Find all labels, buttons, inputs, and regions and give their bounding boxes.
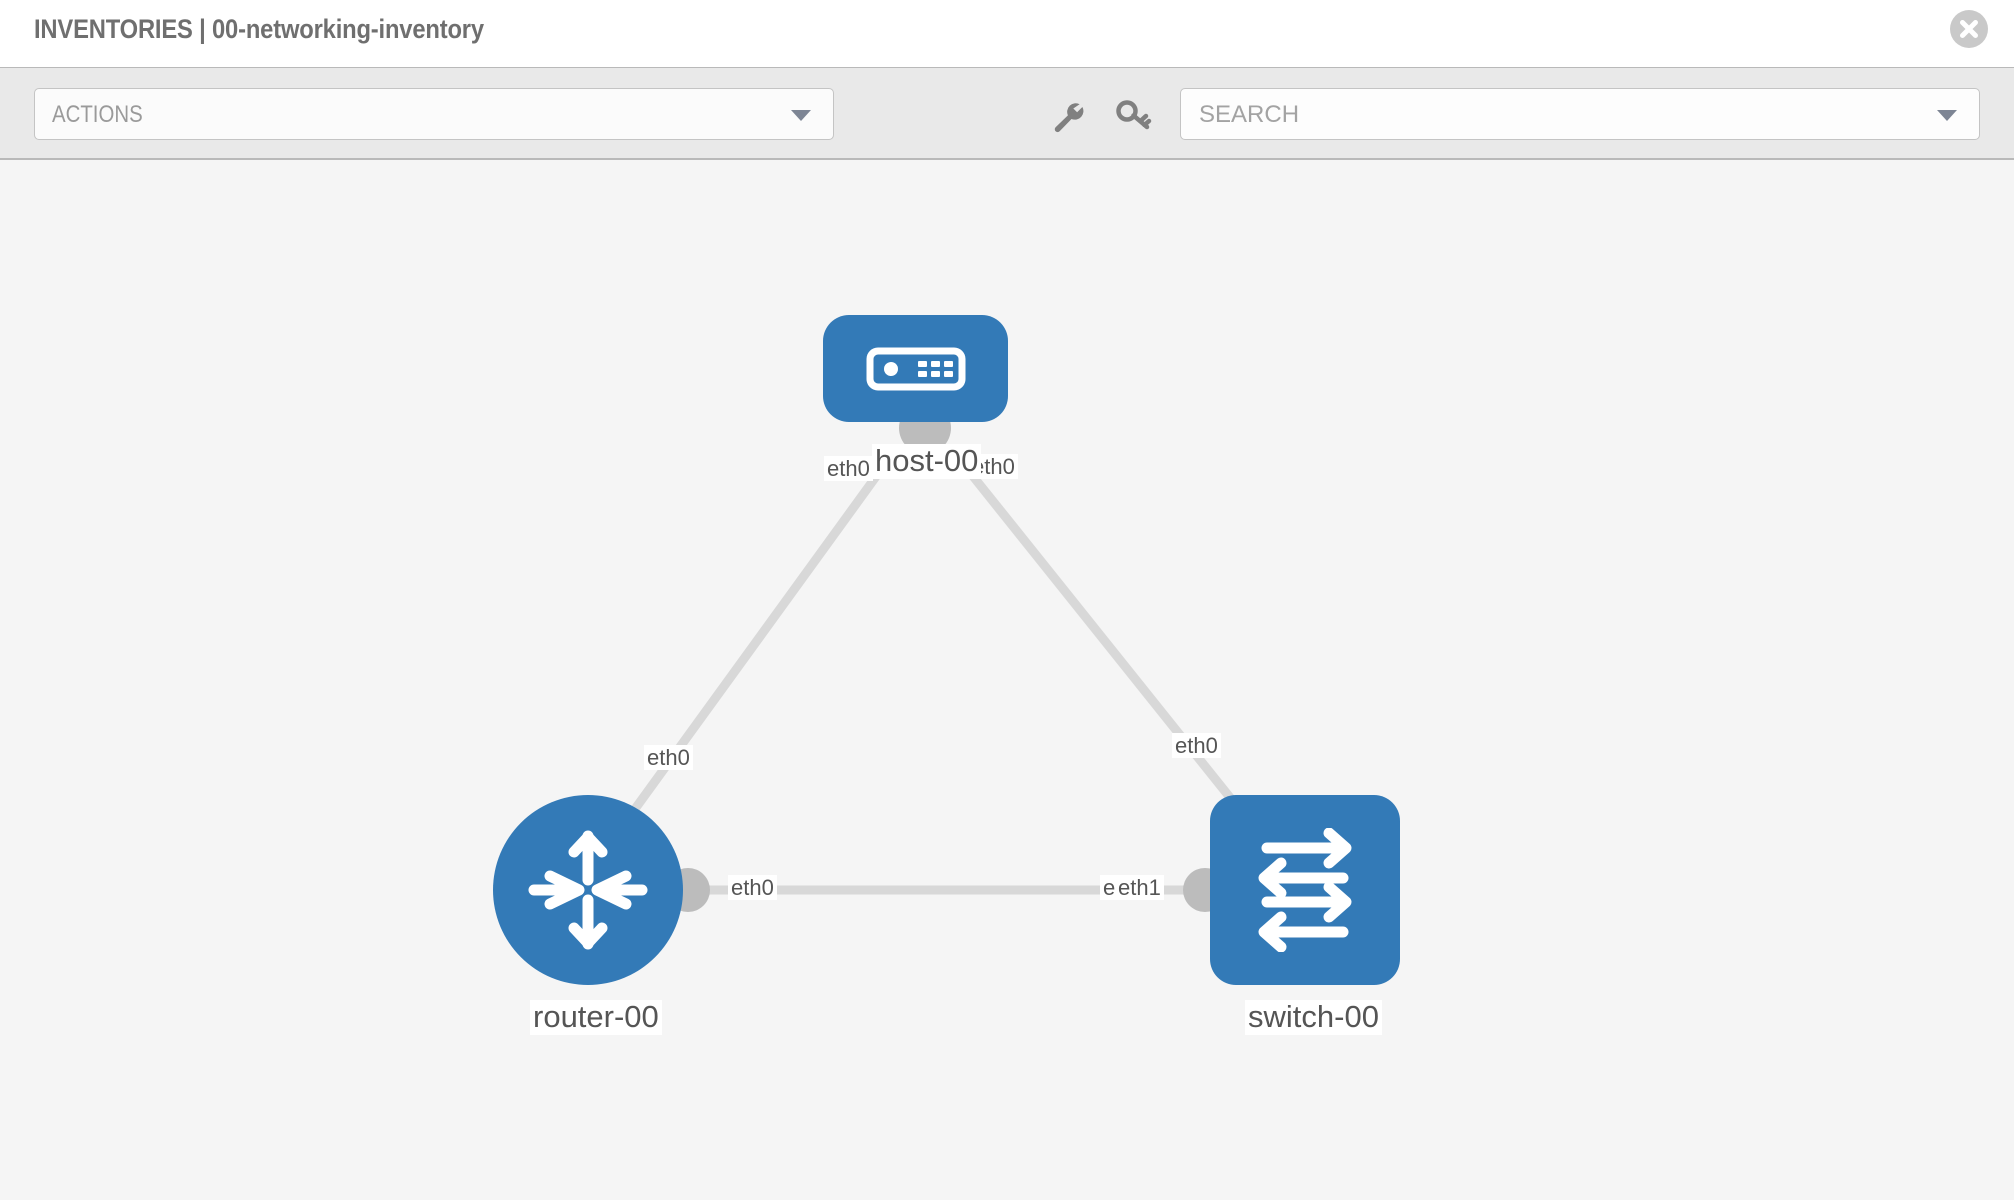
chevron-down-icon <box>791 110 811 121</box>
toolbar: ACTIONS SEARCH <box>0 68 2014 160</box>
edge-label-router-trunk: eth0 <box>728 875 777 901</box>
edge-label-switch-trunk-b: eth1 <box>1115 875 1164 901</box>
search-placeholder: SEARCH <box>1199 101 1300 128</box>
switch-arrows-icon <box>1258 828 1352 952</box>
page-header: INVENTORIES | 00-networking-inventory <box>0 0 2014 68</box>
topology-canvas[interactable]: eth0 eth0 host-00 eth0 eth0 eth0 eth eth… <box>0 160 2014 1200</box>
node-label-switch-00: switch-00 <box>1245 1000 1382 1035</box>
edge-label-host-eth0-left: eth0 <box>824 456 873 482</box>
topology-edges <box>594 457 1284 895</box>
wrench-icon[interactable] <box>1046 94 1088 136</box>
topology-graph <box>594 402 1284 912</box>
search-input[interactable]: SEARCH <box>1180 88 1980 140</box>
server-icon <box>866 347 965 390</box>
edge-host-switch <box>956 457 1284 863</box>
node-switch-00[interactable] <box>1210 795 1400 985</box>
node-label-host-00: host-00 <box>872 444 982 479</box>
close-icon[interactable] <box>1950 10 1988 48</box>
key-icon[interactable] <box>1113 94 1155 136</box>
edge-host-router <box>594 457 892 863</box>
edge-label-switch-uplink: eth0 <box>1172 733 1221 759</box>
page-title: INVENTORIES | 00-networking-inventory <box>34 14 484 44</box>
edge-label-router-uplink: eth0 <box>644 745 693 771</box>
actions-dropdown-label: ACTIONS <box>52 101 143 128</box>
actions-dropdown[interactable]: ACTIONS <box>34 88 834 140</box>
node-host-00[interactable] <box>823 315 1008 422</box>
router-arrows-icon <box>528 830 648 950</box>
node-router-00[interactable] <box>493 795 683 985</box>
node-label-router-00: router-00 <box>530 1000 662 1035</box>
chevron-down-icon[interactable] <box>1937 110 1957 121</box>
